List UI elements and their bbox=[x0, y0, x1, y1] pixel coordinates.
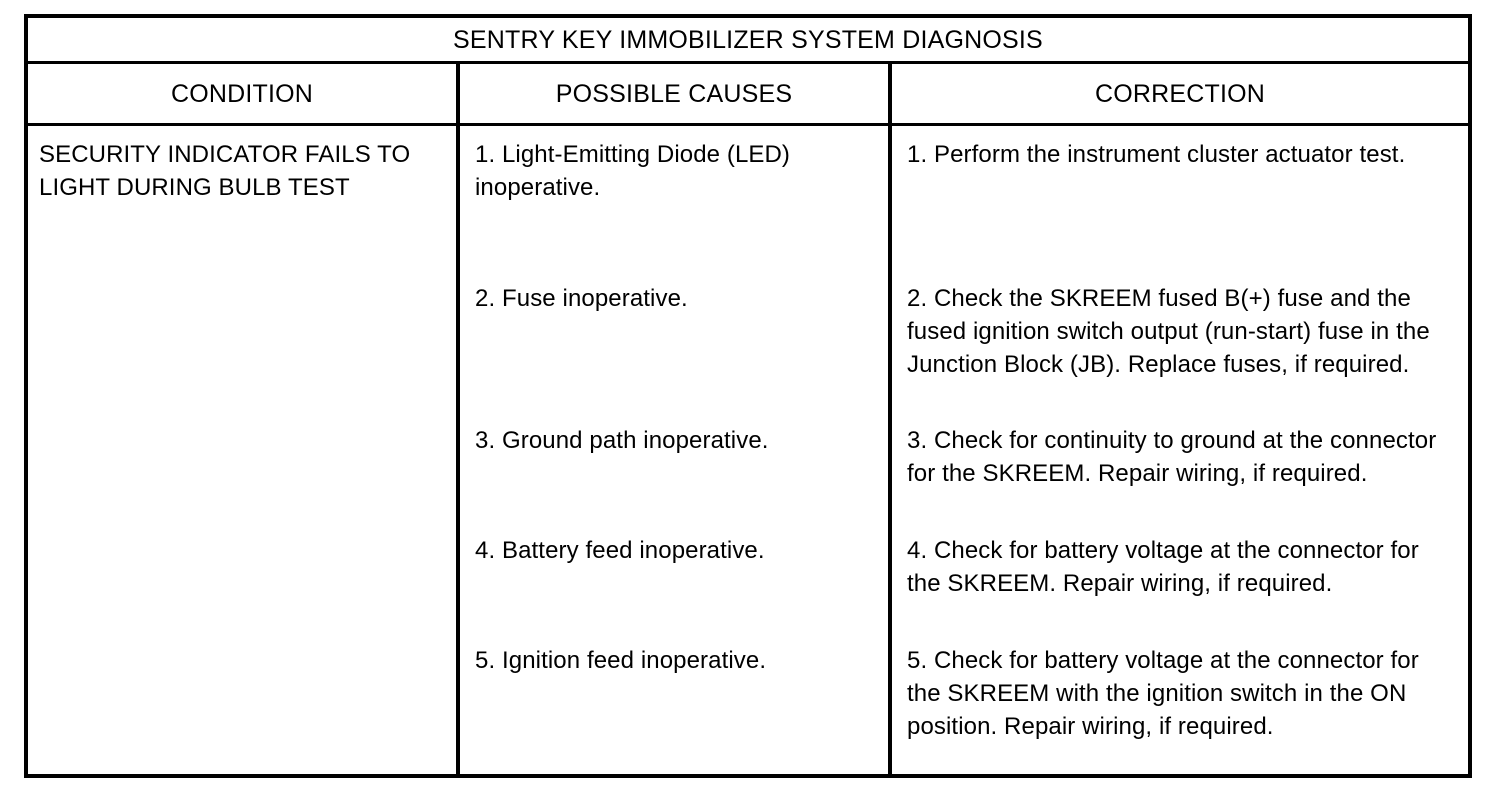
condition-text: SECURITY INDICATOR FAILS TO LIGHT DURING… bbox=[39, 141, 411, 201]
column-header-correction: CORRECTION bbox=[888, 64, 1468, 123]
list-item: 2. Check the SKREEM fused B(+) fuse and … bbox=[907, 285, 1430, 378]
list-item: 4. Battery feed inoperative. bbox=[475, 537, 765, 564]
cell-condition-inner: SECURITY INDICATOR FAILS TO LIGHT DURING… bbox=[28, 126, 456, 204]
list-item: 2. Fuse inoperative. bbox=[475, 285, 688, 312]
cell-condition: SECURITY INDICATOR FAILS TO LIGHT DURING… bbox=[28, 126, 456, 774]
list-item: 3. Check for continuity to ground at the… bbox=[907, 427, 1437, 487]
list-item: 1. Perform the instrument cluster actuat… bbox=[907, 141, 1406, 168]
cell-correction: 1. Perform the instrument cluster actuat… bbox=[888, 126, 1468, 774]
table-row: SECURITY INDICATOR FAILS TO LIGHT DURING… bbox=[28, 126, 1468, 774]
list-item: 1. Light-Emitting Diode (LED) inoperativ… bbox=[475, 141, 791, 201]
column-header-correction-label: CORRECTION bbox=[1094, 79, 1266, 108]
table-header-row: CONDITION POSSIBLE CAUSES CORRECTION bbox=[28, 64, 1468, 126]
column-header-condition: CONDITION bbox=[28, 64, 456, 123]
list-item: 5. Check for battery voltage at the conn… bbox=[907, 647, 1419, 740]
list-item: 4. Check for battery voltage at the conn… bbox=[907, 537, 1419, 597]
cell-possible-causes: 1. Light-Emitting Diode (LED) inoperativ… bbox=[456, 126, 888, 774]
cell-correction-inner: 1. Perform the instrument cluster actuat… bbox=[892, 126, 1468, 740]
column-header-possible-causes-label: POSSIBLE CAUSES bbox=[555, 79, 793, 108]
list-item: 3. Ground path inoperative. bbox=[475, 427, 769, 454]
diagnosis-table: SENTRY KEY IMMOBILIZER SYSTEM DIAGNOSIS … bbox=[24, 14, 1472, 778]
list-item: 5. Ignition feed inoperative. bbox=[475, 647, 767, 674]
column-header-possible-causes: POSSIBLE CAUSES bbox=[456, 64, 888, 123]
column-header-condition-label: CONDITION bbox=[170, 79, 314, 108]
cell-possible-causes-inner: 1. Light-Emitting Diode (LED) inoperativ… bbox=[460, 126, 888, 674]
table-title-row: SENTRY KEY IMMOBILIZER SYSTEM DIAGNOSIS bbox=[28, 18, 1468, 64]
table-title: SENTRY KEY IMMOBILIZER SYSTEM DIAGNOSIS bbox=[453, 25, 1043, 54]
